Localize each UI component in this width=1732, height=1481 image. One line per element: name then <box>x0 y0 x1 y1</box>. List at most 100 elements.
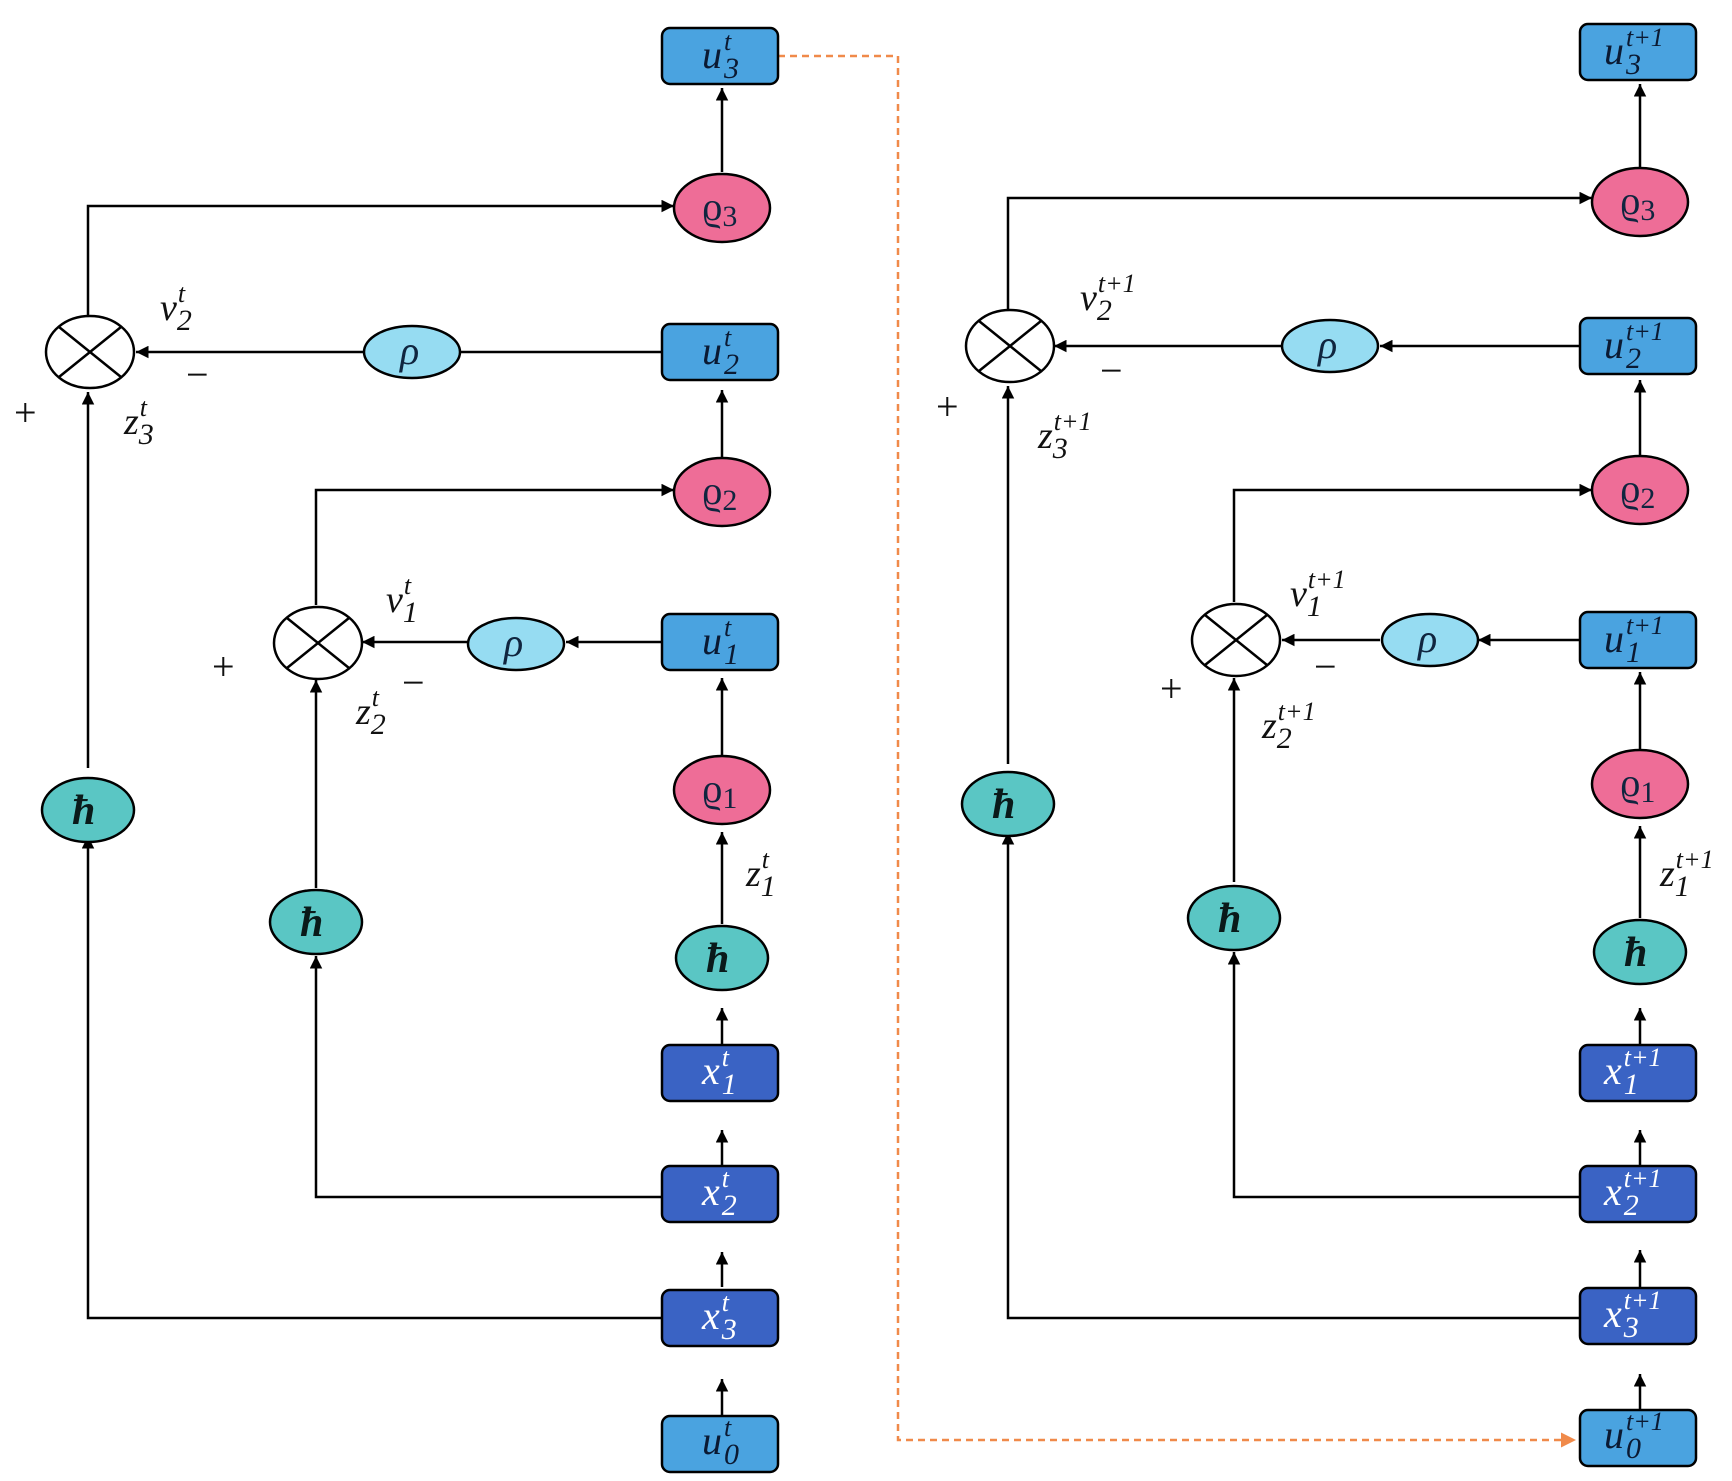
left-varrho2-sub: 2 <box>722 484 737 517</box>
left-varrho3-symbol: ϱ <box>702 184 722 229</box>
edge-otimes2-varrho3 <box>86 199 674 315</box>
right-hbar-oval-mid: ħ <box>1186 884 1282 952</box>
left-x3-box: x3t <box>660 1288 780 1348</box>
right-varrho1-symbol: ϱ <box>1620 760 1640 805</box>
left-x1-base: x <box>701 1048 720 1093</box>
right-x2-base: x <box>1603 1169 1622 1214</box>
left-x1-sup: t <box>722 1043 730 1072</box>
left-x2-sub: 2 <box>722 1189 737 1222</box>
left-x3-sub: 3 <box>721 1313 737 1346</box>
left-x2-base: x <box>701 1169 720 1214</box>
left-varrho2-oval: ϱ2 <box>672 456 772 528</box>
left-x1-sub: 1 <box>722 1068 737 1101</box>
edge-x3-hbar-left <box>81 836 662 1320</box>
right-varrho3-symbol: ϱ <box>1620 178 1640 223</box>
left-x3-sup: t <box>722 1288 730 1317</box>
right-u2-sup: t+1 <box>1626 317 1664 346</box>
left-u0-sub: 0 <box>724 1438 739 1471</box>
right-varrho2-sub: 2 <box>1640 482 1655 515</box>
left-x2-sup: t <box>722 1164 730 1193</box>
left-rho-upper-label: ρ <box>398 328 419 373</box>
right-x1-box: x1t+1 <box>1578 1043 1698 1103</box>
right-minus-upper: − <box>1100 348 1123 393</box>
svg-text:u2t: u2t <box>702 323 739 381</box>
right-x3-box: x3t+1 <box>1578 1286 1698 1346</box>
left-u0-base: u <box>702 1418 722 1463</box>
left-varrho1-symbol: ϱ <box>702 766 722 811</box>
left-rho-lower-label: ρ <box>502 620 523 665</box>
right-u2-base: u <box>1604 322 1624 367</box>
right-u3-sub: 3 <box>1625 48 1641 81</box>
right-x3-base: x <box>1603 1291 1622 1336</box>
right-u0-sup: t+1 <box>1626 1407 1664 1436</box>
right-rho-upper-label: ρ <box>1316 322 1337 367</box>
left-v2-label: v2t <box>160 279 192 337</box>
svg-text:x3t+1: x3t+1 <box>1603 1286 1662 1344</box>
left-u3-base: u <box>702 32 722 77</box>
right-u1-base: u <box>1604 616 1624 661</box>
left-v1-label: v1t <box>386 571 418 629</box>
left-rho-oval-upper: ρ <box>362 324 462 380</box>
left-plus-lower: + <box>212 644 235 689</box>
right-u0-base: u <box>1604 1412 1624 1457</box>
left-varrho1-oval: ϱ1 <box>672 754 772 826</box>
right-x1-base: x <box>1603 1048 1622 1093</box>
right-varrho2-oval: ϱ2 <box>1590 454 1690 526</box>
right-v1-label: v1t+1 <box>1290 565 1346 623</box>
left-minus-lower: − <box>402 660 425 705</box>
right-v2-label: v2t+1 <box>1080 269 1136 327</box>
svg-text:ϱ1: ϱ1 <box>702 766 737 815</box>
left-plus-upper: + <box>14 390 37 435</box>
left-x1-box: x1t <box>660 1043 780 1103</box>
left-u3-sub: 3 <box>723 52 739 85</box>
left-varrho3-oval: ϱ3 <box>672 172 772 244</box>
right-u1-box: u1t+1 <box>1578 610 1698 670</box>
svg-text:u1t: u1t <box>702 613 739 671</box>
edge-otimes1-varrho2 <box>314 483 674 605</box>
left-x2-box: x2t <box>660 1164 780 1224</box>
right-u2-sub: 2 <box>1626 342 1641 375</box>
right-rho-oval-lower: ρ <box>1380 612 1480 668</box>
right-minus-lower: − <box>1314 644 1337 689</box>
edge-x3-hbar-left-r <box>1001 832 1580 1320</box>
svg-text:x1t: x1t <box>701 1043 737 1101</box>
left-panel <box>81 88 729 1416</box>
left-u0-box: u0t <box>660 1413 780 1474</box>
left-rho-oval-lower: ρ <box>466 616 566 672</box>
svg-text:ϱ3: ϱ3 <box>1620 178 1655 227</box>
edge-x2-hbar-mid-r <box>1227 952 1580 1199</box>
left-hbar-right-label: ħ <box>706 936 729 982</box>
left-hbar-mid-label: ħ <box>300 900 323 946</box>
left-u1-sup: t <box>724 613 732 642</box>
right-u3-box: u3t+1 <box>1578 22 1698 82</box>
right-u0-sub: 0 <box>1626 1432 1641 1465</box>
svg-text:u1t+1: u1t+1 <box>1604 611 1664 669</box>
right-x1-sup: t+1 <box>1624 1043 1662 1072</box>
right-varrho3-sub: 3 <box>1640 194 1655 227</box>
right-panel <box>1001 84 1647 1410</box>
right-otimes-lower <box>1190 602 1282 678</box>
left-u2-base: u <box>702 328 722 373</box>
svg-text:u3t+1: u3t+1 <box>1604 23 1664 81</box>
right-x2-sub: 2 <box>1624 1189 1639 1222</box>
left-z1-label: z1t <box>745 845 776 903</box>
left-hbar-oval-right: ħ <box>674 924 770 992</box>
right-u2-box: u2t+1 <box>1578 316 1698 376</box>
right-x3-sub: 3 <box>1623 1311 1639 1344</box>
left-minus-upper: − <box>186 352 209 397</box>
right-otimes-upper <box>964 308 1056 384</box>
right-rho-lower-label: ρ <box>1416 616 1437 661</box>
left-u1-box: u1t <box>660 612 780 672</box>
right-u1-sup: t+1 <box>1626 611 1664 640</box>
right-x2-box: x2t+1 <box>1578 1164 1698 1224</box>
dashed-link-u3-to-u0 <box>778 54 1576 1448</box>
svg-text:ϱ2: ϱ2 <box>702 468 737 517</box>
left-u3-sup: t <box>724 27 732 56</box>
right-u0-box: u0t+1 <box>1578 1407 1698 1468</box>
right-x3-sup: t+1 <box>1624 1286 1662 1315</box>
right-varrho1-sub: 1 <box>1640 776 1655 809</box>
left-otimes-lower <box>272 605 364 681</box>
right-varrho3-oval: ϱ3 <box>1590 166 1690 238</box>
left-u2-sup: t <box>724 323 732 352</box>
